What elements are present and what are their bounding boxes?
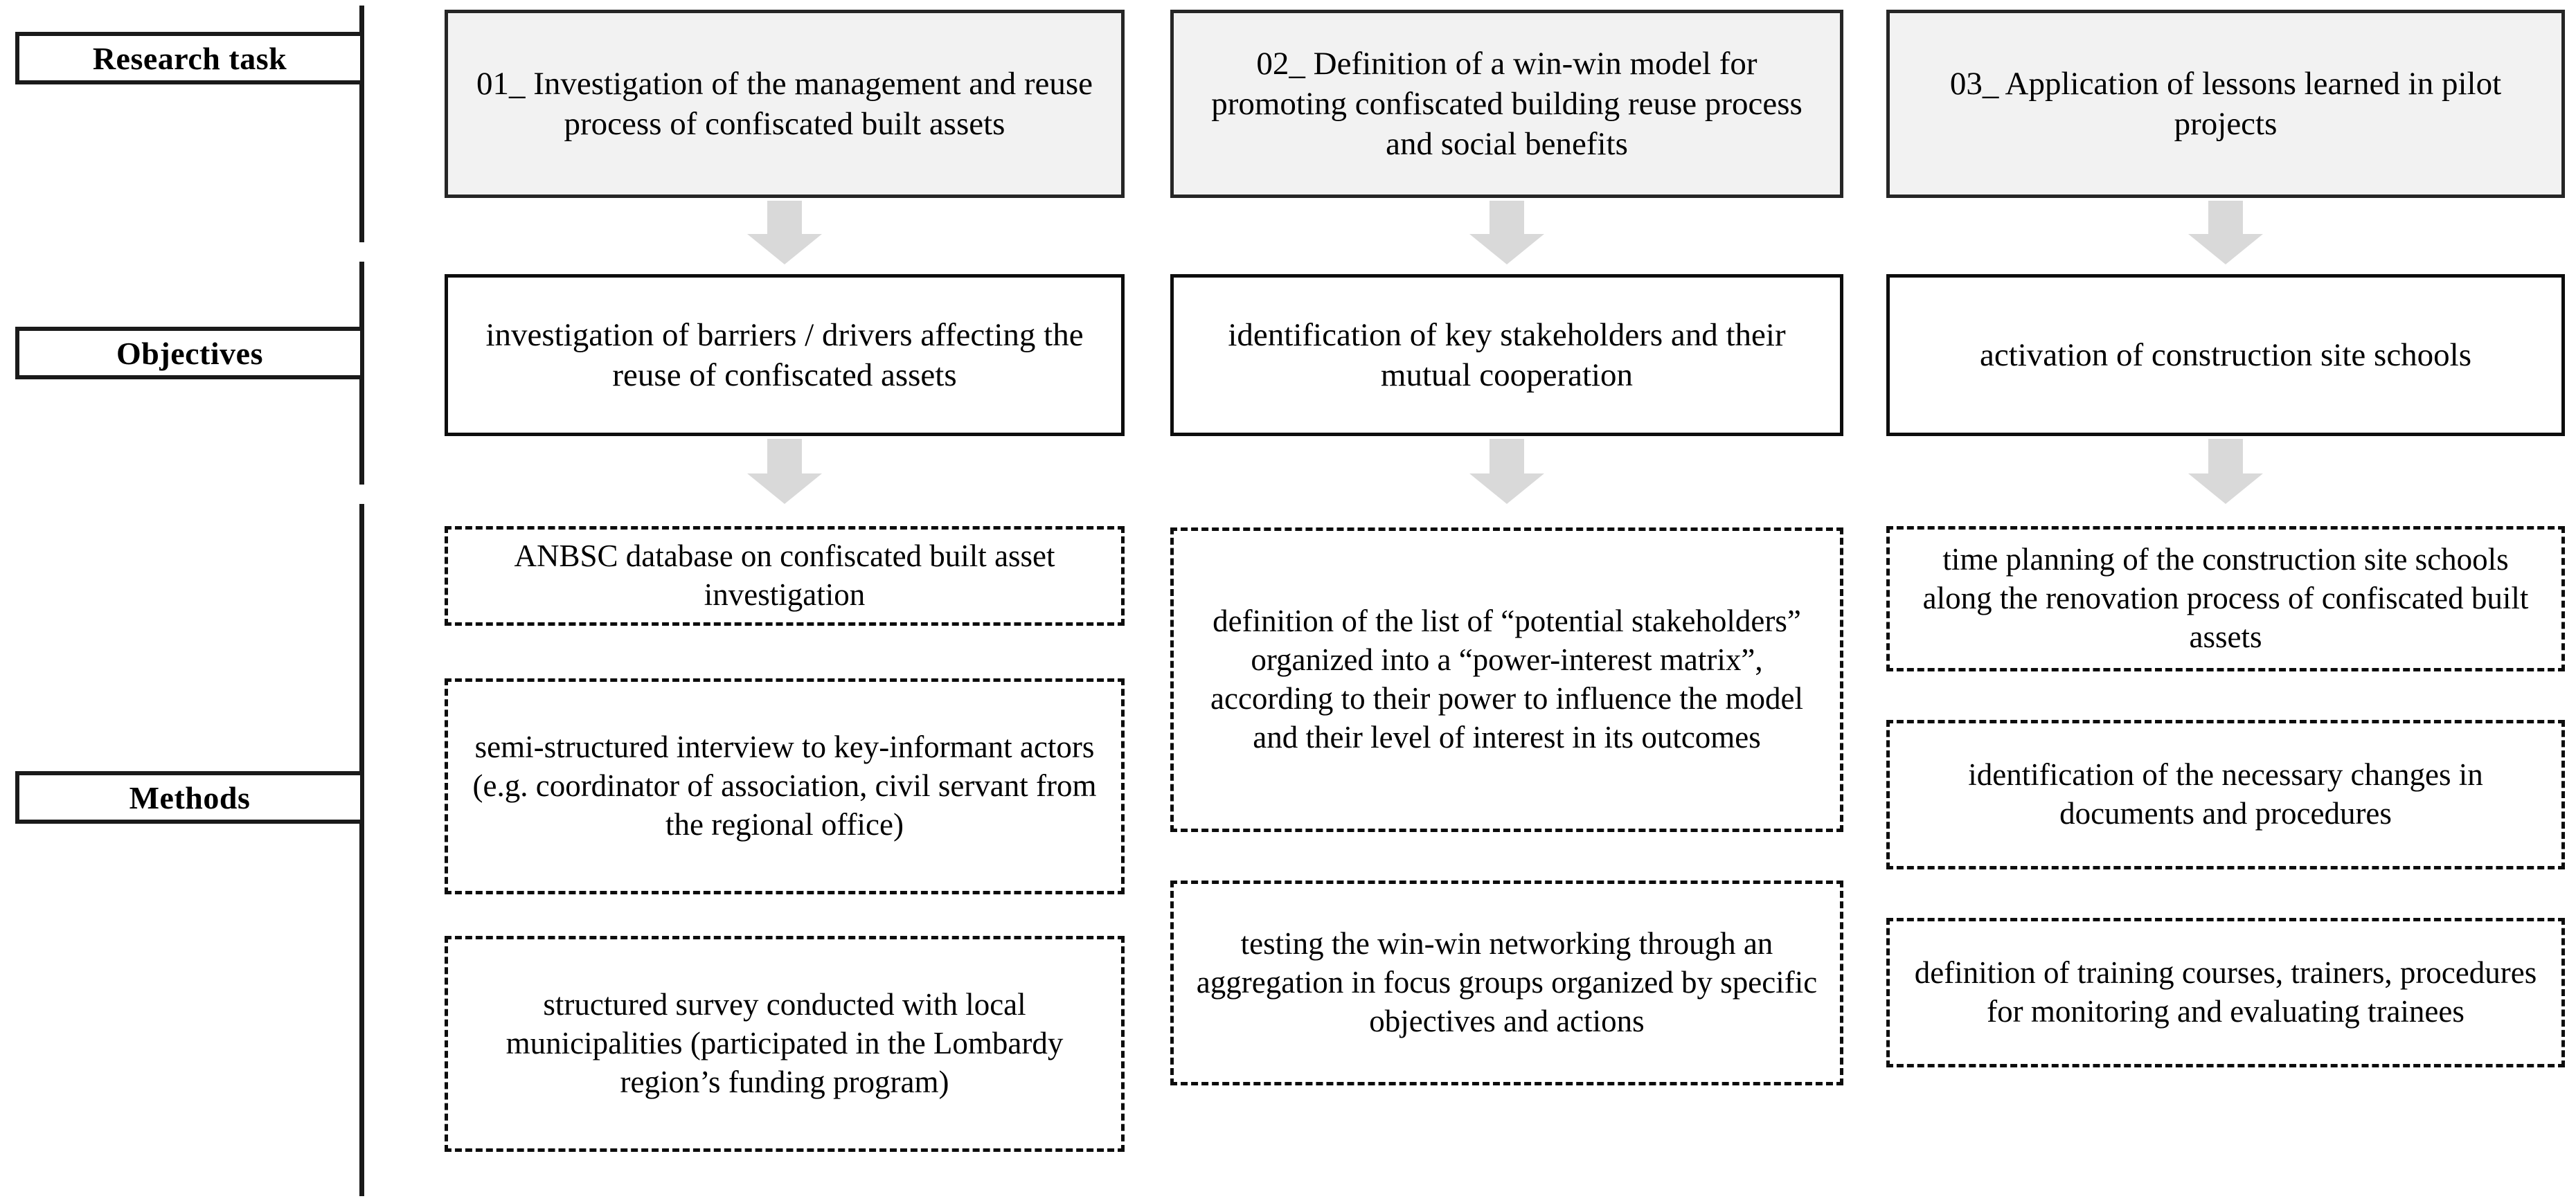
row-label-methods-text: Methods <box>129 779 251 815</box>
research-task-box-01[interactable]: 01_ Investigation of the management and … <box>445 10 1125 198</box>
down-arrow-icon-task-to-objective-01 <box>747 201 822 264</box>
down-arrow-icon-objective-to-methods-03 <box>2188 439 2263 504</box>
research-task-text-01: 01_ Investigation of the management and … <box>476 65 1093 142</box>
method-box-02-2[interactable]: testing the win-win networking through a… <box>1170 881 1843 1085</box>
method-box-03-3[interactable]: definition of training courses, trainers… <box>1886 918 2565 1067</box>
research-task-text-03: 03_ Application of lessons learned in pi… <box>1949 65 2502 142</box>
method-box-03-1[interactable]: time planning of the construction site s… <box>1886 526 2565 671</box>
method-box-01-2[interactable]: semi-structured interview to key-informa… <box>445 678 1125 894</box>
method-text-01-2: semi-structured interview to key-informa… <box>472 730 1097 842</box>
research-task-text-02: 02_ Definition of a win-win model for pr… <box>1211 45 1803 163</box>
method-box-03-2[interactable]: identification of the necessary changes … <box>1886 720 2565 869</box>
method-box-02-1[interactable]: definition of the list of “potential sta… <box>1170 527 1843 832</box>
method-text-02-2: testing the win-win networking through a… <box>1196 926 1818 1038</box>
rail-segment-methods <box>359 504 364 1196</box>
method-text-02-1: definition of the list of “potential sta… <box>1210 604 1803 755</box>
down-arrow-icon-objective-to-methods-02 <box>1469 439 1544 504</box>
rail-segment-research-task <box>359 6 364 242</box>
objective-text-03: activation of construction site schools <box>1979 336 2472 373</box>
row-label-methods: Methods <box>15 771 364 824</box>
method-text-03-3: definition of training courses, trainers… <box>1914 955 2537 1029</box>
down-arrow-icon-task-to-objective-02 <box>1469 201 1544 264</box>
down-arrow-icon-objective-to-methods-01 <box>747 439 822 504</box>
research-task-box-02[interactable]: 02_ Definition of a win-win model for pr… <box>1170 10 1843 198</box>
research-task-box-03[interactable]: 03_ Application of lessons learned in pi… <box>1886 10 2565 198</box>
down-arrow-icon-task-to-objective-03 <box>2188 201 2263 264</box>
method-text-03-2: identification of the necessary changes … <box>1968 757 2483 831</box>
method-text-03-1: time planning of the construction site s… <box>1922 542 2529 654</box>
method-text-01-1: ANBSC database on confiscated built asse… <box>514 539 1055 612</box>
objective-box-03[interactable]: activation of construction site schools <box>1886 274 2565 436</box>
row-label-research-task: Research task <box>15 32 364 84</box>
row-label-objectives: Objectives <box>15 327 364 379</box>
objective-box-02[interactable]: identification of key stakeholders and t… <box>1170 274 1843 436</box>
objective-text-02: identification of key stakeholders and t… <box>1228 316 1786 393</box>
row-label-research-task-text: Research task <box>92 40 287 76</box>
row-label-objectives-text: Objectives <box>116 335 263 371</box>
objective-text-01: investigation of barriers / drivers affe… <box>485 316 1084 393</box>
objective-box-01[interactable]: investigation of barriers / drivers affe… <box>445 274 1125 436</box>
method-text-01-3: structured survey conducted with local m… <box>506 987 1064 1099</box>
method-box-01-1[interactable]: ANBSC database on confiscated built asse… <box>445 526 1125 626</box>
method-box-01-3[interactable]: structured survey conducted with local m… <box>445 936 1125 1152</box>
